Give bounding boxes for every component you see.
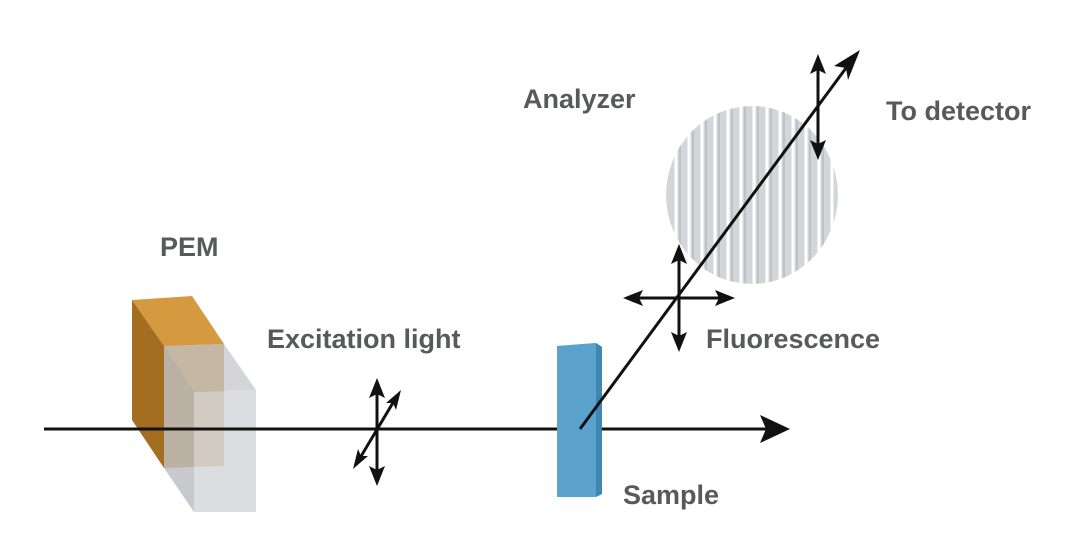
pem-glass-front [194,390,256,512]
detector-polarization-arrow [810,54,826,160]
sample-side [596,343,602,497]
sample-label: Sample [623,480,720,510]
sample-front [557,343,596,497]
pem-glass-top [164,344,256,392]
fluorescence-polarization-arrows [623,244,735,352]
pem-orange-side [132,300,164,468]
analyzer-label: Analyzer [523,84,636,114]
excitation-light-label: Excitation light [267,324,461,354]
detector-arrowhead [834,50,860,80]
pem-orange-top [132,296,224,346]
pem-block [132,296,256,512]
pem-label: PEM [160,232,219,262]
fluorescence-label: Fluorescence [706,324,881,354]
beam-arrowhead [760,415,790,443]
to-detector-label: To detector [886,96,1032,126]
sample-cuvette [557,343,602,497]
fluorescence-beam [578,67,848,430]
excitation-polarization-arrows [353,378,401,486]
